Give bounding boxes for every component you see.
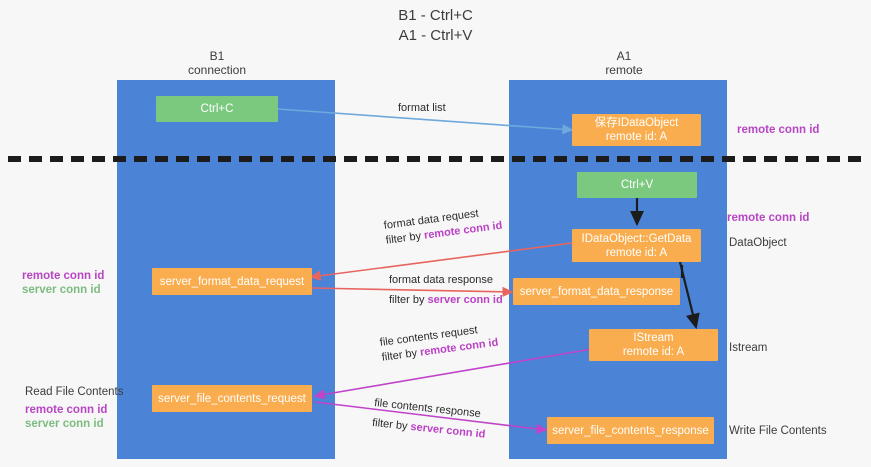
node-idataobject-getdata[interactable]: IDataObject::GetData remote id: A <box>572 229 701 262</box>
node-server-file-contents-request-label: server_file_contents_request <box>158 392 306 405</box>
title-line-2: A1 - Ctrl+V <box>398 27 473 44</box>
side-label-left-mid-conn-ids: remote conn id server conn id <box>22 270 105 296</box>
column-header-b1: B1 connection <box>117 49 317 77</box>
column-header-a1-title: A1 <box>616 49 632 63</box>
side-label-right-top-conn: remote conn id <box>737 124 820 136</box>
node-istream[interactable]: IStream remote id: A <box>589 329 718 361</box>
node-save-idataobject[interactable]: 保存IDataObject remote id: A <box>572 114 701 146</box>
edge-label-file-contents-response: file contents response filter by server … <box>371 396 488 443</box>
node-server-format-data-response-label: server_format_data_response <box>519 285 674 298</box>
node-server-file-contents-response[interactable]: server_file_contents_response <box>547 417 714 444</box>
node-server-format-data-response[interactable]: server_format_data_response <box>513 278 680 305</box>
node-idataobject-getdata-sublabel: remote id: A <box>605 246 668 259</box>
edge-label-format-data-request: format data request filter by remote con… <box>383 204 503 249</box>
node-istream-label: IStream <box>633 332 674 344</box>
side-label-istream: Istream <box>729 342 768 354</box>
node-ctrl-c-label: Ctrl+C <box>200 103 234 115</box>
node-istream-sublabel: remote id: A <box>622 346 685 358</box>
side-label-write-file-contents: Write File Contents <box>729 425 827 437</box>
side-label-read-file-contents: Read File Contents <box>25 386 124 398</box>
node-server-format-data-request-label: server_format_data_request <box>159 275 305 288</box>
node-server-file-contents-response-label: server_file_contents_response <box>552 424 709 437</box>
node-idataobject-getdata-label: IDataObject::GetData <box>581 232 692 245</box>
side-label-right-mid-conn: remote conn id <box>727 212 810 224</box>
side-label-dataobject: DataObject <box>729 237 787 249</box>
edge-label-format-list: format list <box>398 101 446 116</box>
side-label-left-low-conn-ids: remote conn id server conn id <box>25 404 108 430</box>
node-save-idataobject-label: 保存IDataObject <box>594 117 679 129</box>
node-server-format-data-request[interactable]: server_format_data_request <box>152 268 312 295</box>
column-header-a1-subtitle: remote <box>605 63 643 77</box>
phase-divider <box>8 156 863 162</box>
edge-label-file-contents-request: file contents request filter by remote c… <box>379 321 499 366</box>
node-ctrl-c[interactable]: Ctrl+C <box>156 96 278 122</box>
edge-label-format-data-response: format data response filter by server co… <box>389 273 503 308</box>
title-line-1: B1 - Ctrl+C <box>398 7 473 24</box>
column-header-b1-subtitle: connection <box>187 63 247 77</box>
node-server-file-contents-request[interactable]: server_file_contents_request <box>152 385 312 412</box>
edge-label-format-data-response-line2: filter by server conn id <box>389 294 503 306</box>
edge-label-format-list-line1: format list <box>398 102 446 114</box>
node-ctrl-v[interactable]: Ctrl+V <box>577 172 697 198</box>
diagram-title: B1 - Ctrl+C A1 - Ctrl+V <box>0 6 871 46</box>
column-header-a1: A1 remote <box>524 49 724 77</box>
node-save-idataobject-sublabel: remote id: A <box>605 131 668 143</box>
edge-label-format-data-response-line1: format data response <box>389 274 493 286</box>
column-header-b1-title: B1 <box>209 49 225 63</box>
node-ctrl-v-label: Ctrl+V <box>620 179 654 191</box>
